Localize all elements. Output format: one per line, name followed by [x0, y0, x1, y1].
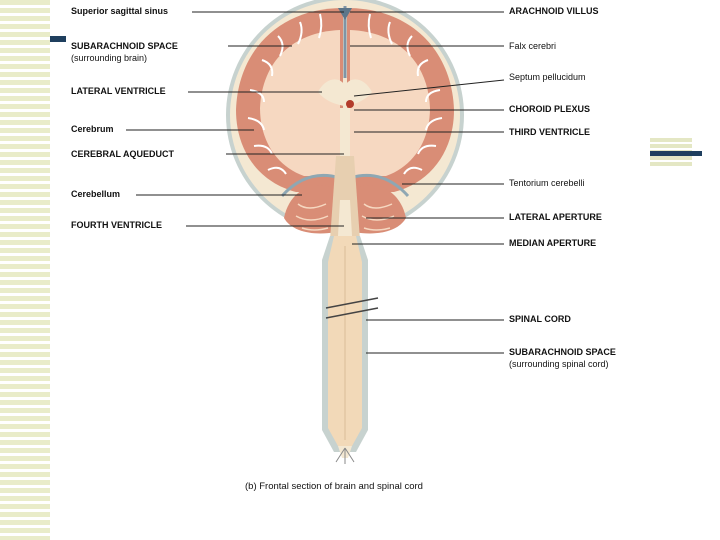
accent-bar-dark-right — [650, 151, 702, 156]
cauda-equina-strands — [335, 447, 355, 464]
label-cerebrum: Cerebrum — [71, 124, 114, 134]
label-lateral-aperture: LATERAL APERTURE — [509, 212, 602, 222]
lateral-ventricle-right-shape — [346, 79, 372, 106]
superior-sagittal-sinus-shape — [338, 8, 352, 20]
label-cerebral-aqueduct: CEREBRAL AQUEDUCT — [71, 149, 175, 159]
label-cerebellum: Cerebellum — [71, 189, 121, 199]
figure-caption: (b) Frontal section of brain and spinal … — [245, 481, 423, 492]
label-subarachnoid-space-cord-sub: (surrounding spinal cord) — [509, 359, 609, 369]
label-fourth-ventricle: FOURTH VENTRICLE — [71, 220, 162, 230]
cerebellum-folia — [295, 203, 395, 231]
cerebellum-right-shape — [354, 185, 406, 234]
break-mark-upper — [325, 297, 379, 309]
fourth-ventricle-shape — [338, 200, 352, 236]
label-subarachnoid-space-brain: SUBARACHNOID SPACE — [71, 41, 178, 51]
label-median-aperture: MEDIAN APERTURE — [509, 238, 597, 248]
cerebellum-left-shape — [284, 185, 336, 234]
choroid-plexus-shape — [346, 100, 354, 108]
leader-lines-left — [126, 11, 344, 227]
cortex-sulci — [247, 13, 443, 175]
label-superior-sagittal-sinus: Superior sagittal sinus — [71, 6, 169, 16]
third-ventricle-shape — [340, 108, 350, 156]
label-tentorium-cerebelli: Tentorium cerebelli — [509, 178, 585, 188]
tentorium-right — [349, 174, 410, 198]
right-white-matter — [350, 30, 430, 176]
label-arachnoid-villus: ARACHNOID VILLUS — [509, 6, 599, 16]
left-white-matter — [260, 30, 340, 176]
label-third-ventricle: THIRD VENTRICLE — [509, 127, 590, 137]
label-spinal-cord: SPINAL CORD — [509, 314, 571, 324]
label-choroid-plexus: CHOROID PLEXUS — [509, 104, 591, 114]
label-falx-cerebri: Falx cerebri — [509, 41, 557, 51]
label-septum-pellucidum: Septum pellucidum — [509, 72, 586, 82]
decorative-stripe-bar — [0, 0, 50, 540]
label-lateral-ventricle: LATERAL VENTRICLE — [71, 86, 166, 96]
accent-bar-dark — [50, 36, 66, 42]
label-subarachnoid-space-brain-sub: (surrounding brain) — [71, 53, 148, 63]
label-subarachnoid-space-cord: SUBARACHNOID SPACE — [509, 347, 616, 357]
break-mark-lower — [325, 307, 379, 319]
brainstem-shape — [330, 156, 360, 240]
lateral-ventricle-left-shape — [318, 79, 344, 106]
leader-lines-right — [350, 11, 505, 354]
tentorium-left — [280, 174, 341, 198]
